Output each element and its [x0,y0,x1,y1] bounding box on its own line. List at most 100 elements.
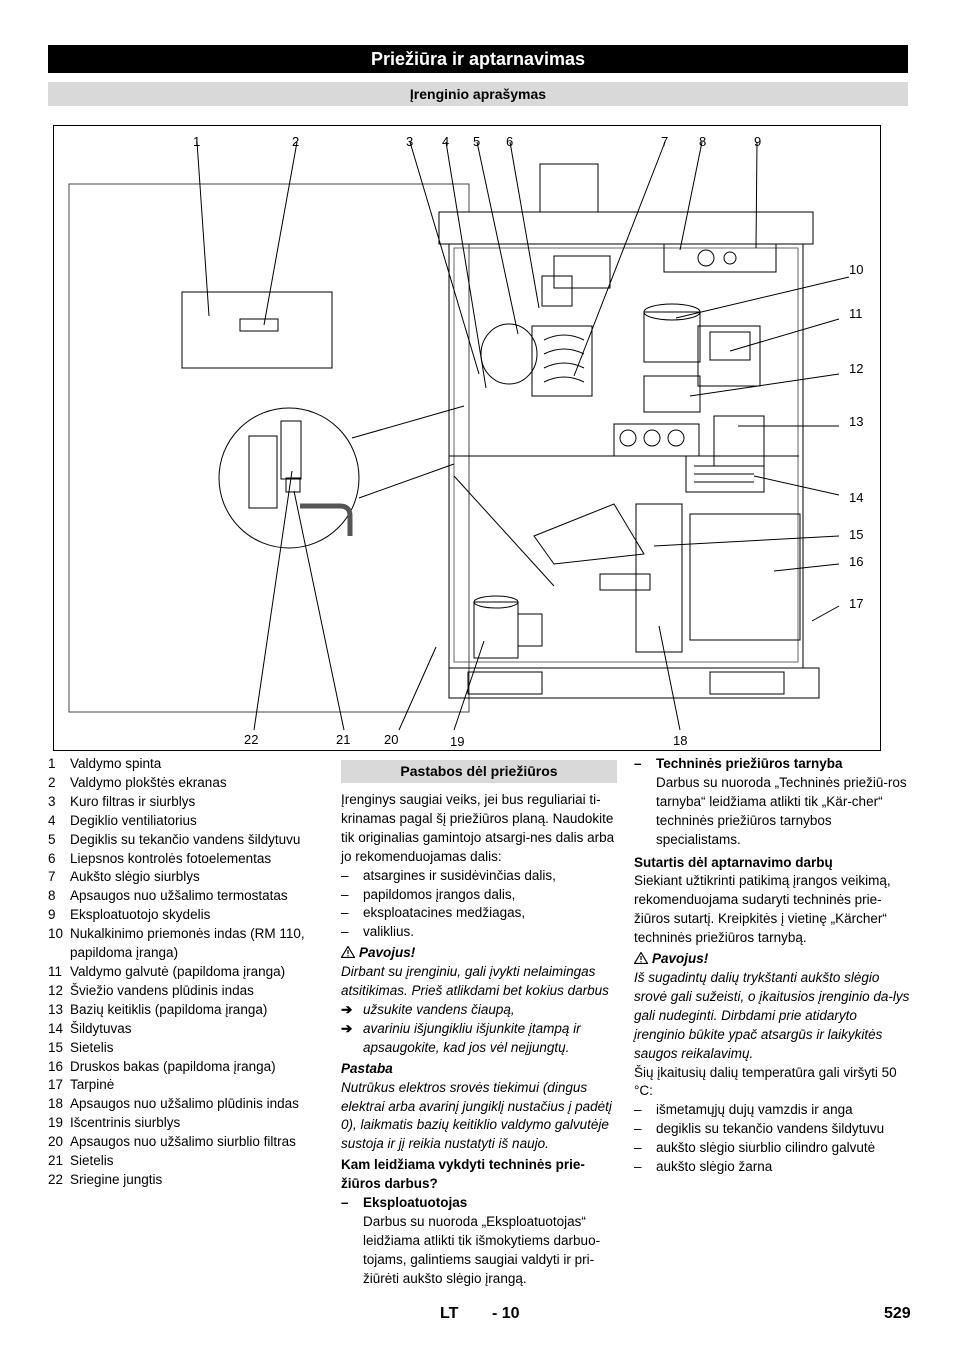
section-title: Priežiūra ir aptarnavimas [48,45,908,73]
legend-item: 9 Eksploatuotojo skydelis [48,906,328,925]
legend-item: 17 Tarpinė [48,1076,328,1095]
legend-text: Degiklio ventiliatorius [70,812,197,828]
legend-text: Liepsnos kontrolės fotoelementas [70,850,272,866]
service-column: –Techninės priežiūros tarnyba Darbus su … [634,755,910,1177]
list-item: –aukšto slėgio siurblio cilindro galvutė [634,1140,876,1156]
list-item: –valiklius. [341,924,415,940]
legend-text: Valdymo galvutė (papildoma įranga) [70,963,286,979]
legend-text: Apsaugos nuo užšalimo plūdinis indas [70,1096,299,1112]
callout-11: 11 [849,306,863,321]
callout-10: 10 [849,262,864,277]
legend-text: Šildytuvas [70,1020,132,1036]
callout-5: 5 [473,134,481,149]
legend-number: 5 [48,831,56,847]
service-text: Darbus su nuoroda „Techninės priežiū-ros… [656,774,907,847]
legend-number: 6 [48,850,56,866]
legend-item: 21 Sietelis [48,1152,328,1171]
list-item: –atsargines ir susidėvinčias dalis, [341,867,556,883]
section-subtitle: Įrenginio aprašymas [48,82,908,106]
danger-label: Pavojus! [341,944,617,963]
callout-13: 13 [849,414,864,429]
legend-text: Sietelis [70,1039,114,1055]
legend-number: 4 [48,812,56,828]
danger-text: Dirbant su įrenginiu, gali įvykti nelaim… [341,964,609,999]
legend-text: Sietelis [70,1153,114,1169]
device-diagram: 1 2 3 4 5 6 7 8 9 10 11 12 13 14 15 16 1… [53,125,881,751]
legend-text: Valdymo plokštės ekranas [70,774,227,790]
danger-text: Iš sugadintų dalių trykštanti aukšto slė… [634,969,910,1061]
contract-text: Siekiant užtikrinti patikimą įrangos vei… [634,873,891,946]
legend-item: 6 Liepsnos kontrolės fotoelementas [48,850,328,869]
legend-number: 1 [48,756,56,771]
callout-22: 22 [244,732,259,747]
legend-number: 21 [48,1153,64,1169]
legend-text: Šviežio vandens plūdinis indas [70,982,254,998]
list-item: –degiklis su tekančio vandens šildytuvu [634,1121,885,1137]
callout-21: 21 [336,732,351,747]
callout-3: 3 [406,134,414,149]
note-label: Pastaba [341,1060,393,1076]
legend-number: 12 [48,982,64,998]
callout-4: 4 [442,134,450,149]
legend-number: 3 [48,793,56,809]
local-page-number: - 10 [492,1305,520,1322]
legend-text: Tarpinė [70,1077,115,1093]
legend-text: Nukalkinimo priemonės indas (RM 110, pap… [70,926,305,961]
contract-heading: Sutartis dėl aptarnavimo darbų [634,854,833,870]
legend-item: 2 Valdymo plokštės ekranas [48,774,328,793]
who-heading: Kam leidžiama vykdyti techninės prie-žiū… [341,1157,585,1192]
legend-text: Degiklis su tekančio vandens šildytuvu [70,831,301,847]
legend-text: Išcentrinis siurblys [70,1115,181,1131]
list-item: –papildomos įrangos dalis, [341,886,516,902]
callout-8: 8 [699,134,707,149]
legend-number: 13 [48,1001,64,1017]
callout-2: 2 [292,134,300,149]
component-legend: 1 Valdymo spinta 2 Valdymo plokštės ekranas… [48,755,328,1190]
callout-12: 12 [849,361,864,376]
list-item: –aukšto slėgio žarna [634,1159,773,1175]
intro-paragraph: Įrenginys saugiai veiks, jei bus regulia… [341,792,615,864]
legend-number: 10 [48,926,64,942]
legend-item: 22 Sriegine jungtis [48,1171,328,1190]
legend-number: 9 [48,907,56,923]
operator-text: Darbus su nuoroda „Eksploatuotojas“ leid… [363,1213,601,1286]
operator-title: –Eksploatuotojas [341,1195,468,1211]
maintenance-notes-heading: Pastabos dėl priežiūros [341,760,617,783]
callout-20: 20 [384,732,399,747]
danger-step: ➔avariniu išjungikliu išjunkite įtampą i… [341,1020,581,1055]
callout-6: 6 [506,134,514,149]
callout-19: 19 [450,734,465,749]
legend-text: Kuro filtras ir siurblys [70,793,196,809]
callout-15: 15 [849,527,864,542]
legend-text: Valdymo spinta [70,756,162,771]
callout-1: 1 [193,134,201,149]
legend-item: 19 Išcentrinis siurblys [48,1114,328,1133]
legend-item: 1 Valdymo spinta [48,755,328,774]
legend-item: 3 Kuro filtras ir siurblys [48,793,328,812]
legend-text: Sriegine jungtis [70,1171,163,1187]
legend-item: 20 Apsaugos nuo užšalimo siurblio filtras [48,1133,328,1152]
service-title: –Techninės priežiūros tarnyba [634,756,843,771]
callout-16: 16 [849,554,864,569]
legend-text: Eksploatuotojo skydelis [70,907,211,923]
legend-number: 22 [48,1171,64,1187]
legend-number: 17 [48,1077,64,1093]
legend-number: 11 [48,963,63,979]
legend-text: Apsaugos nuo užšalimo siurblio filtras [70,1134,296,1150]
danger-label: Pavojus! [634,950,910,969]
callout-14: 14 [849,490,864,505]
legend-number: 19 [48,1115,64,1131]
page-number: 529 [884,1305,911,1322]
legend-number: 2 [48,774,56,790]
legend-number: 20 [48,1134,64,1150]
warning-triangle-icon [341,946,355,959]
legend-number: 8 [48,888,56,904]
callout-17: 17 [849,596,864,611]
legend-text: Druskos bakas (papildoma įranga) [70,1058,276,1074]
legend-item: 11 Valdymo galvutė (papildoma įranga) [48,963,328,982]
